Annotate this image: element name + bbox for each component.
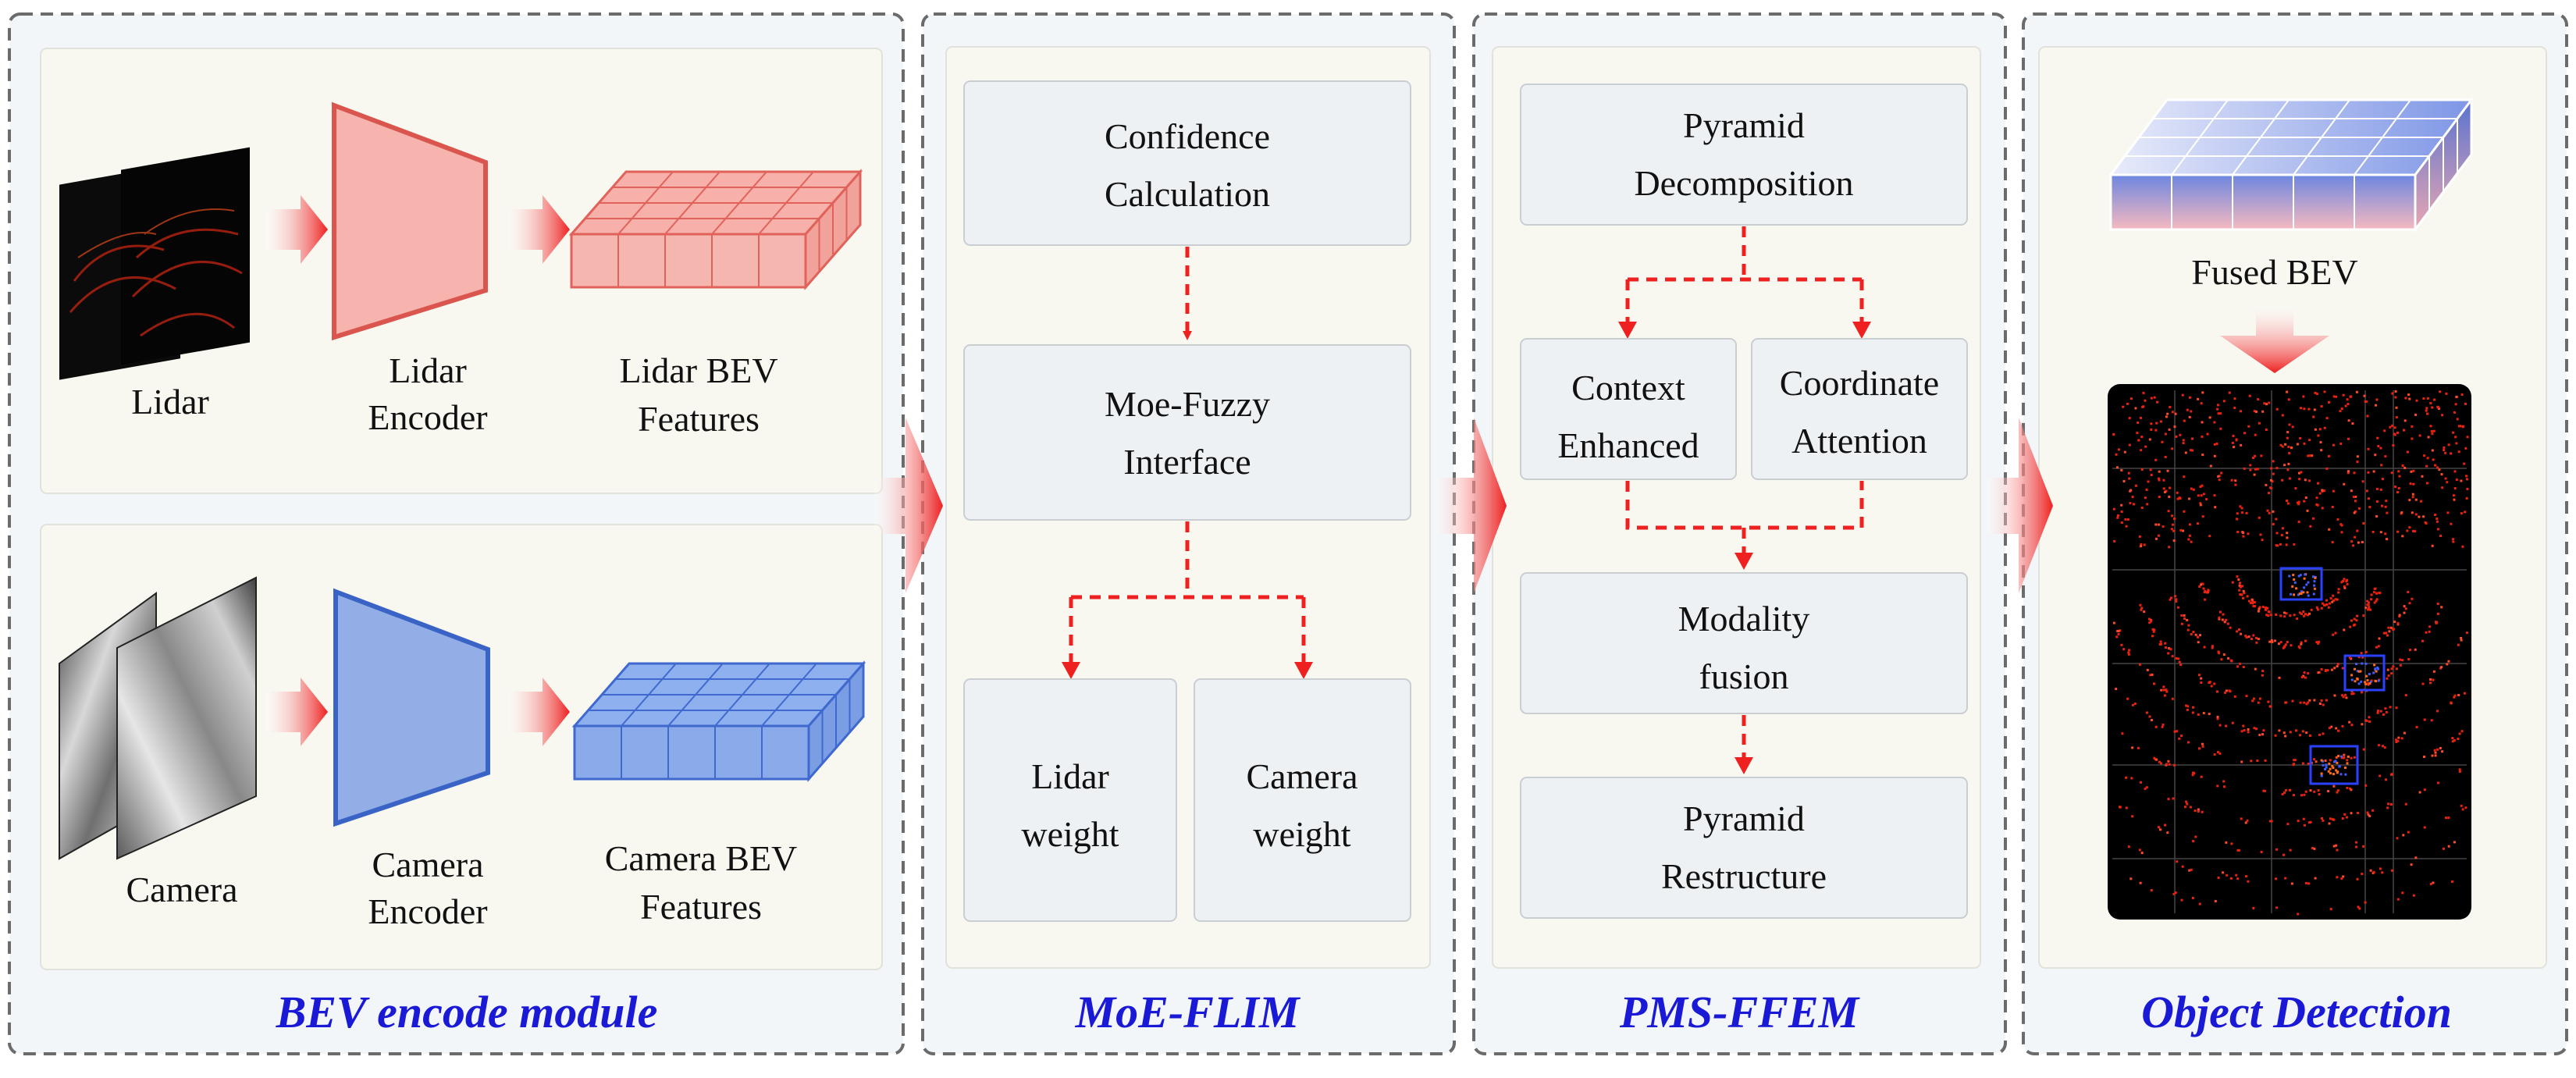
camera-grid-front xyxy=(573,724,810,781)
confidence-label-2: Calculation xyxy=(1105,174,1270,214)
fused-arrow-down xyxy=(2220,306,2329,373)
panel-arrow-3 xyxy=(1987,418,2053,593)
lidar-encoder-label-2: Encoder xyxy=(368,397,487,437)
restructure-label-2: Restructure xyxy=(1661,856,1827,896)
lidar-weight-label-1: Lidar xyxy=(1031,756,1109,796)
moe-arrow-head-left xyxy=(1062,662,1080,679)
modality-fusion-box xyxy=(1520,572,1968,714)
camera-arrow-2 xyxy=(507,678,570,746)
section-title-moe: MoE-FLIM xyxy=(1075,987,1301,1037)
pms-flow-arrow-2 xyxy=(1625,481,1864,556)
camera-encoder-shape xyxy=(333,588,490,827)
panel-arrow-1 xyxy=(874,418,943,593)
pyramid-restructure-box xyxy=(1520,777,1968,919)
section-title-pms: PMS-FFEM xyxy=(1619,987,1861,1037)
fusion-label-2: fusion xyxy=(1699,656,1789,696)
detection-box-2 xyxy=(2343,654,2386,692)
context-enhanced-box xyxy=(1520,338,1737,480)
moe-flow-arrow-2 xyxy=(1069,521,1306,667)
camera-arrow-1 xyxy=(265,678,328,746)
fused-bev-label: Fused BEV xyxy=(2191,252,2357,292)
moe-arrow-head-right xyxy=(1294,662,1313,679)
confidence-box xyxy=(963,80,1411,246)
lidar-input-image xyxy=(59,147,250,380)
lidar-bev-features-grid xyxy=(568,169,863,290)
panel-arrow-2 xyxy=(1435,418,1507,593)
pyramid-decomposition-box xyxy=(1520,84,1968,226)
detection-box-1 xyxy=(2279,567,2323,601)
pms-flow-arrow-1 xyxy=(1625,226,1864,326)
lidar-weight-box xyxy=(963,678,1177,922)
pyramid-decomp-label-1: Pyramid xyxy=(1683,105,1805,145)
lidar-arrow-2 xyxy=(507,195,570,264)
camera-input-image xyxy=(59,576,257,860)
lidar-bev-label-1: Lidar BEV xyxy=(619,350,777,390)
lidar-grid-front xyxy=(570,233,807,289)
confidence-label-1: Confidence xyxy=(1105,116,1270,156)
pms-arrow-head-left xyxy=(1618,322,1637,339)
restructure-label-1: Pyramid xyxy=(1683,799,1805,838)
pms-arrow-head-right xyxy=(1852,322,1871,339)
context-label-2: Enhanced xyxy=(1557,425,1699,465)
lidar-arrow-1 xyxy=(265,195,328,264)
lidar-bev-label-2: Features xyxy=(638,399,760,439)
pms-arrow-head-bottom xyxy=(1735,757,1753,774)
lidar-encoder-shape xyxy=(332,101,488,341)
camera-bev-features-grid xyxy=(571,660,866,782)
section-title-bev: BEV encode module xyxy=(276,987,658,1037)
coordinate-attention-box xyxy=(1751,338,1968,480)
fusion-label-1: Modality xyxy=(1678,599,1810,639)
pyramid-decomp-label-2: Decomposition xyxy=(1634,163,1853,203)
camera-bev-label-1: Camera BEV xyxy=(605,838,798,878)
coordinate-label-2: Attention xyxy=(1791,421,1927,461)
camera-bev-label-2: Features xyxy=(640,887,762,927)
fused-bev-grid xyxy=(2108,96,2474,233)
camera-weight-label-2: weight xyxy=(1253,814,1350,854)
fused-grid-front xyxy=(2109,173,2417,231)
pms-arrow-head-mid xyxy=(1735,553,1753,570)
camera-encoder-label-1: Camera xyxy=(372,845,483,884)
camera-encoder-label-2: Encoder xyxy=(368,891,487,931)
camera-input-label: Camera xyxy=(126,870,237,909)
coordinate-label-1: Coordinate xyxy=(1780,363,1939,403)
camera-weight-label-1: Camera xyxy=(1246,756,1357,796)
detection-pointcloud-image xyxy=(2108,384,2471,920)
fuzzy-label-2: Interface xyxy=(1123,442,1251,482)
detection-box-3 xyxy=(2309,745,2359,785)
section-title-detection: Object Detection xyxy=(2141,987,2452,1037)
lidar-weight-label-2: weight xyxy=(1021,814,1119,854)
fuzzy-label-1: Moe-Fuzzy xyxy=(1105,384,1270,424)
lidar-encoder-label-1: Lidar xyxy=(389,350,467,390)
context-label-1: Context xyxy=(1571,368,1685,407)
lidar-input-label: Lidar xyxy=(131,382,209,422)
camera-weight-box xyxy=(1194,678,1411,922)
fuzzy-box xyxy=(963,344,1411,521)
